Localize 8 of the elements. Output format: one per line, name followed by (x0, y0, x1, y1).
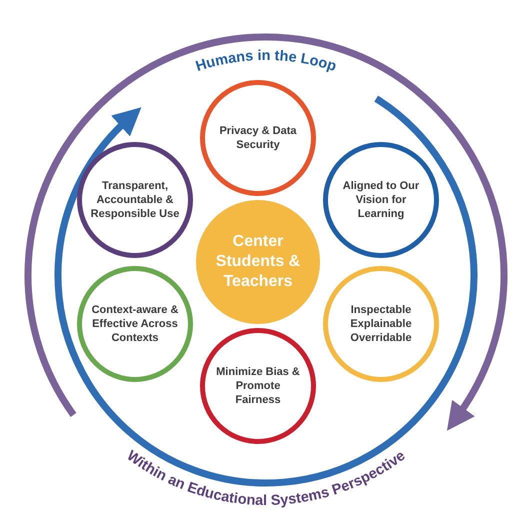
principle-label: Minimize Bias & Promote Fairness (215, 364, 301, 408)
arc-heading: Humans in the Loop (194, 48, 338, 75)
principle-label: Inspectable Explainable Overridable (349, 302, 413, 346)
center-title: Center Students & Teachers (214, 232, 302, 292)
principle-label: Privacy & Data Security (218, 124, 298, 152)
principle-label: Aligned to Our Vision for Learning (342, 178, 420, 222)
principle-label: Context-aware & Effective Across Contexts (90, 302, 180, 346)
principle-label: Transparent, Accountable & Responsible Use (90, 178, 180, 222)
